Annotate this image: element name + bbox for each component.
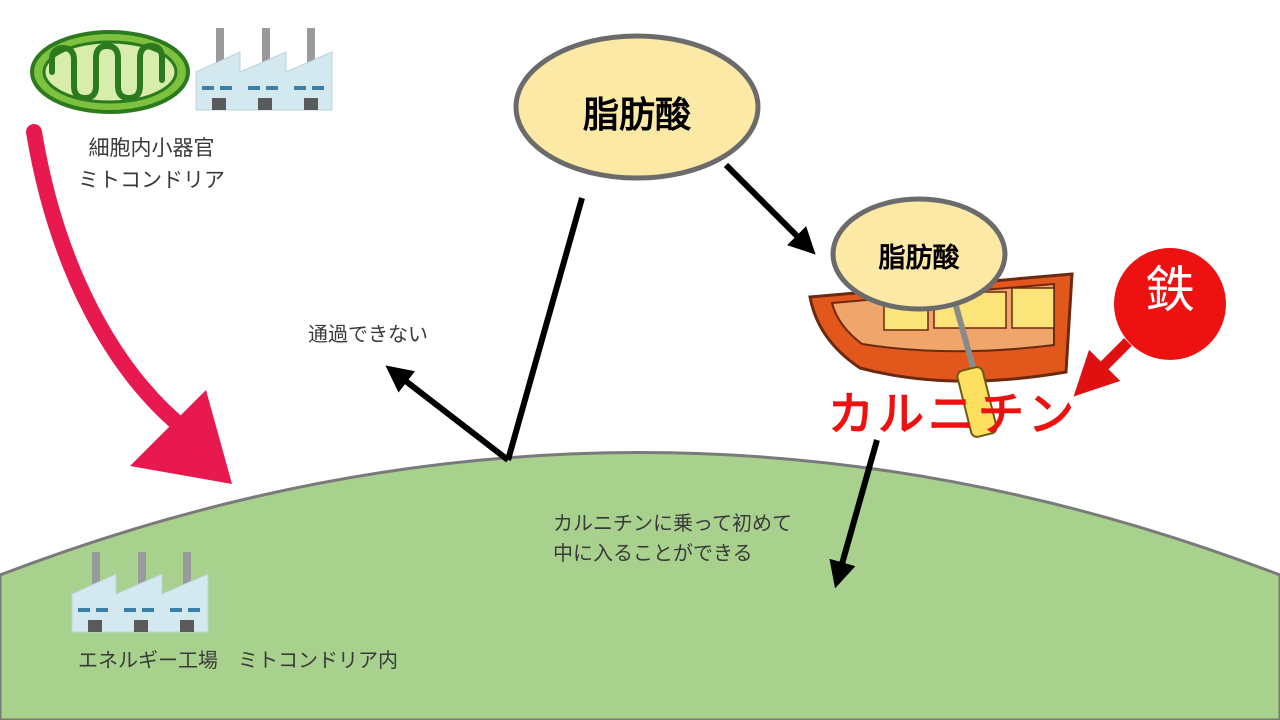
- big-curved-arrow: [26, 124, 232, 484]
- organelle-caption-line: 細胞内小器官: [88, 136, 215, 160]
- fatty-acid-on-boat-label: 脂肪酸: [878, 243, 960, 274]
- factory-icon: [195, 28, 333, 111]
- carnitine-note: カルニチンに乗って初めて 中に入ることができる: [553, 508, 792, 568]
- carnitine-label: カルニチン: [828, 387, 1078, 441]
- carnitine-note-line: カルニチンに乗って初めて: [553, 511, 792, 535]
- carnitine-note-line: 中に入ることができる: [553, 541, 753, 565]
- factory-icon: [71, 552, 209, 633]
- fatty-acid-on-boat-ellipse: [830, 196, 1008, 312]
- fatty-acid-outside-label: 脂肪酸: [582, 95, 691, 136]
- cannot-pass-label: 通過できない: [308, 322, 428, 346]
- fatty-acid-outside-ellipse: [513, 33, 761, 181]
- mitochondrion-icon: [30, 30, 190, 114]
- organelle-caption: 細胞内小器官 ミトコンドリア: [78, 132, 225, 196]
- iron-label: 鉄: [1145, 261, 1195, 319]
- iron-circle: [1114, 248, 1226, 360]
- mitochondria-interior: [0, 451, 1280, 720]
- factory-caption: エネルギー工場 ミトコンドリア内: [78, 648, 398, 672]
- organelle-caption-line: ミトコンドリア: [78, 168, 225, 192]
- arrow-to-boat: [723, 162, 816, 255]
- arrow-into-mitochondria: [829, 439, 880, 589]
- bounce-arrow: [385, 197, 585, 463]
- iron-arrow: [1073, 338, 1132, 397]
